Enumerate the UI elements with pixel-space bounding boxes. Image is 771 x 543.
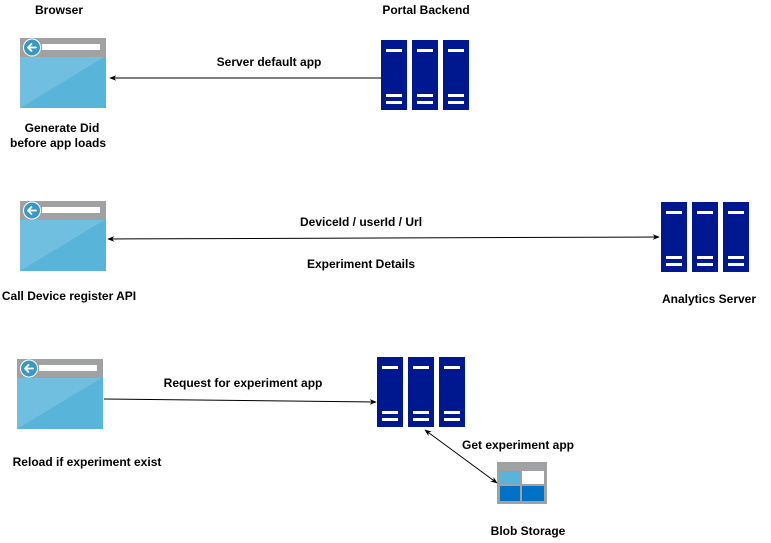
arrow-get-experiment-app [424,429,498,484]
generate-did-label-line1: Generate Did [24,121,100,135]
arrow-request-experiment-app [103,398,377,405]
analytics-server-icon [661,202,749,272]
browser-icon-bottom [16,358,104,430]
arrow-device-register [107,234,660,242]
call-device-register-label: Call Device register API [1,289,137,303]
get-experiment-app-label: Get experiment app [461,438,575,452]
browser-icon-middle [19,200,107,272]
blob-storage-icon [497,462,547,504]
experiment-server-icon [377,357,465,427]
browser-title: Browser [34,3,84,17]
device-user-url-label: DeviceId / userId / Url [299,215,423,229]
server-default-app-label: Server default app [216,55,322,69]
generate-did-label-line2: before app loads [9,136,107,150]
request-experiment-app-label: Request for experiment app [163,376,323,390]
browser-icon-top [19,37,107,109]
analytics-server-label: Analytics Server [661,292,757,306]
portal-backend-server-icon [381,40,469,110]
blob-storage-label: Blob Storage [490,524,566,538]
experiment-details-label: Experiment Details [306,257,416,271]
reload-if-exist-label: Reload if experiment exist [12,455,162,469]
portal-backend-label: Portal Backend [382,3,470,17]
